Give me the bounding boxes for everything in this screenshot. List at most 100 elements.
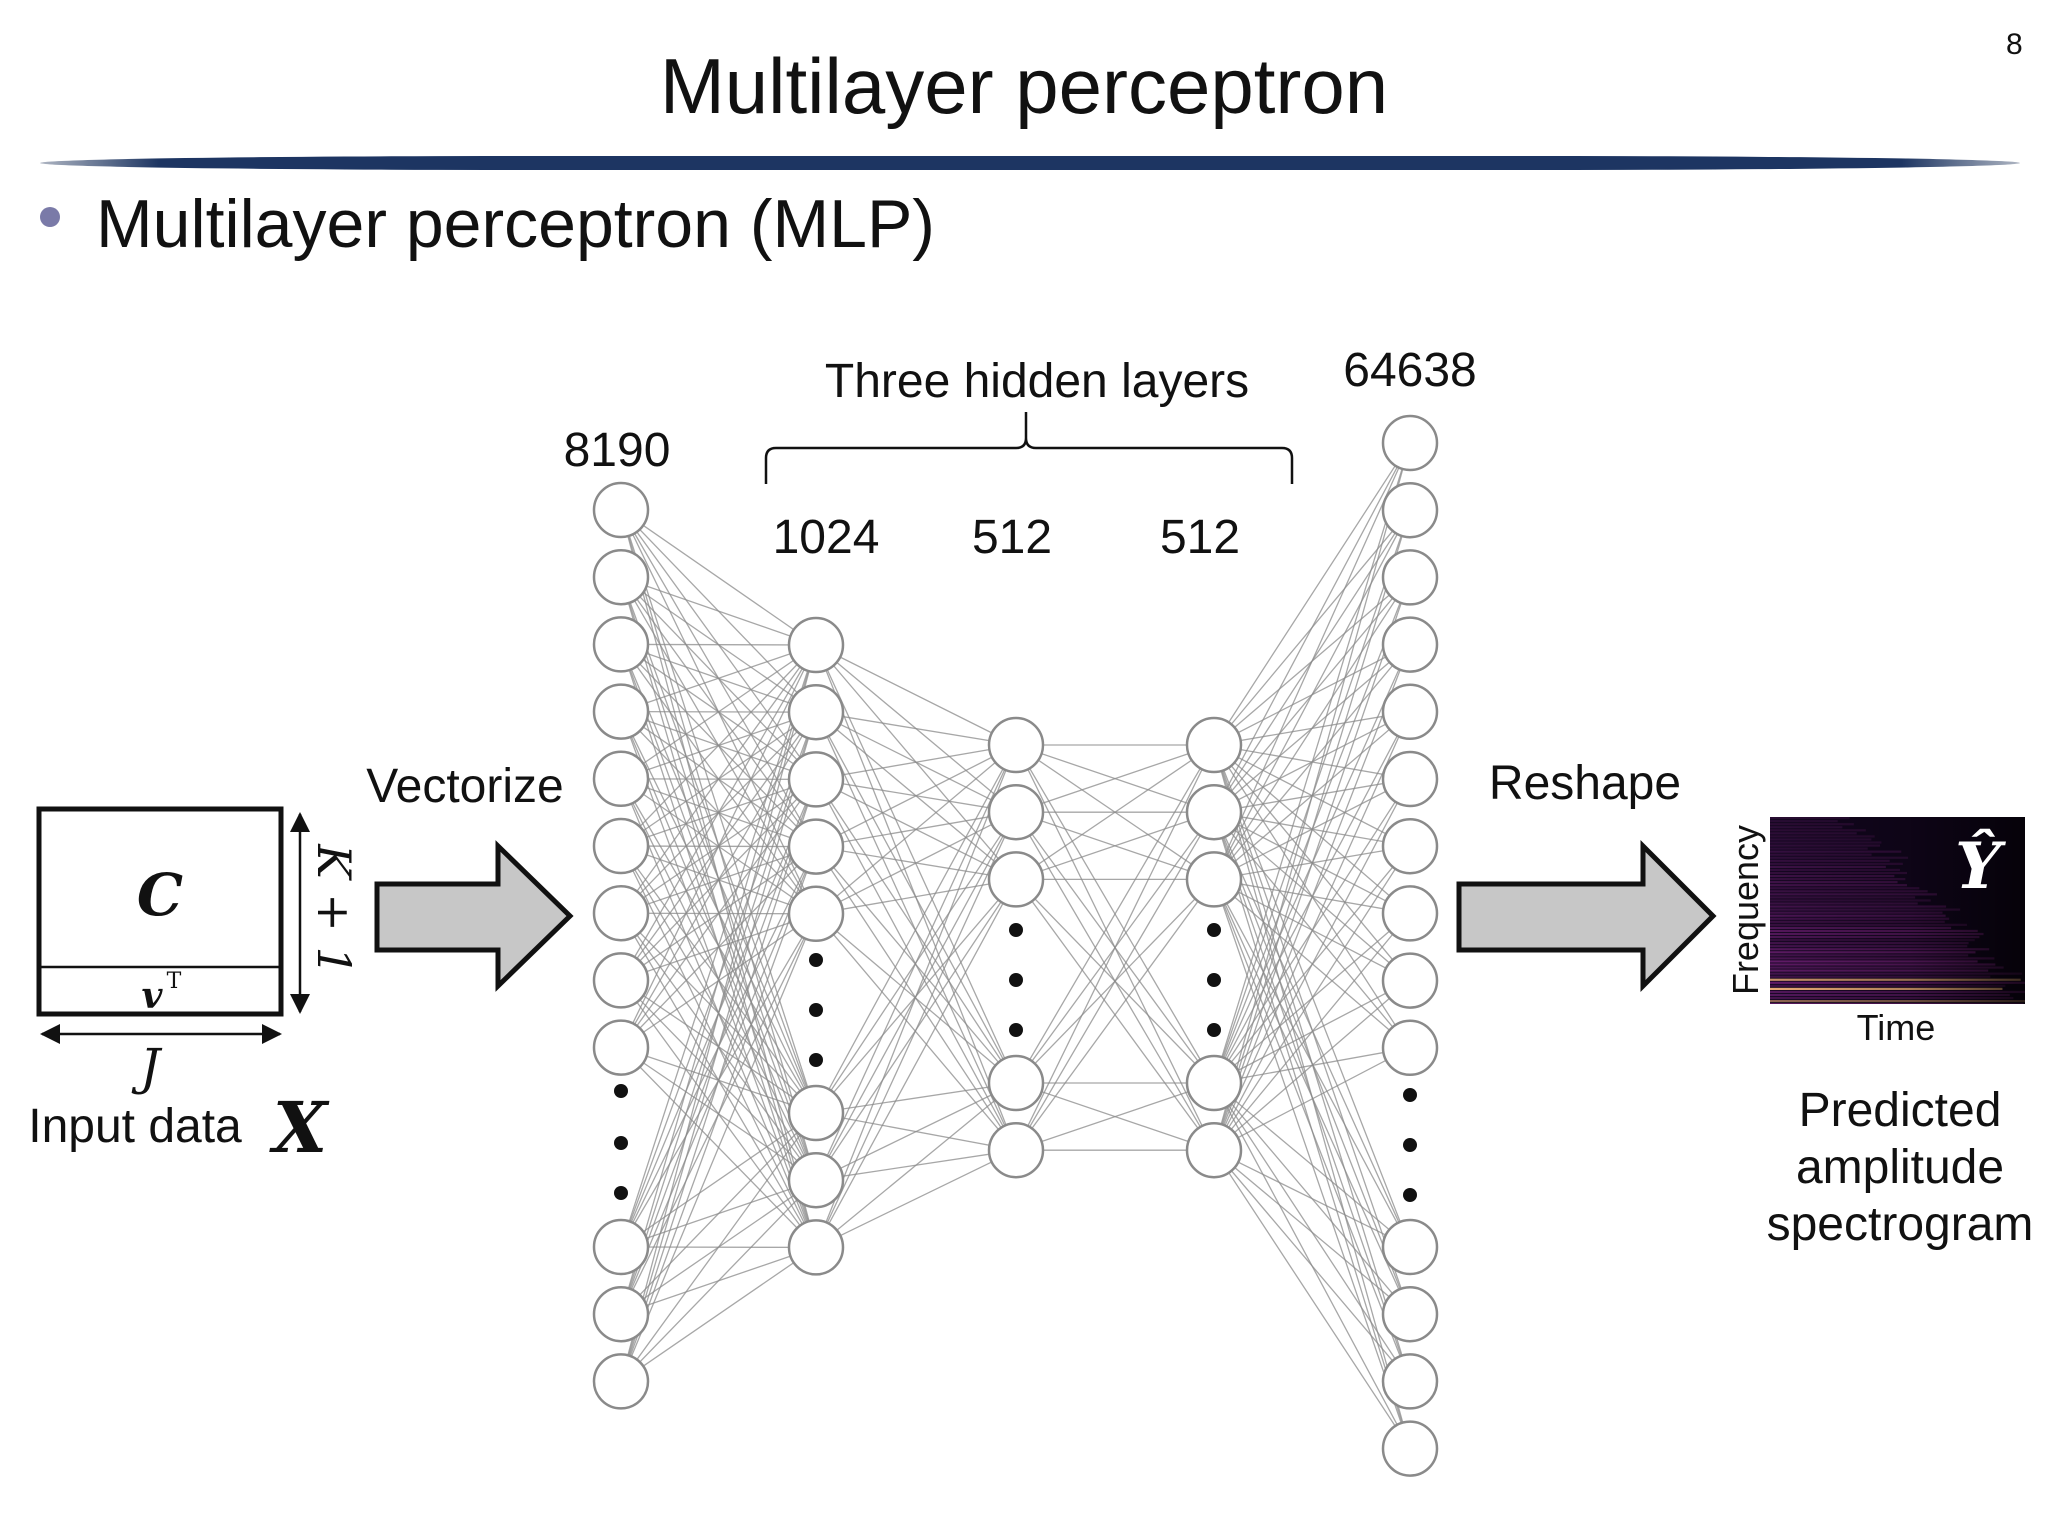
time-axis-label: Time	[1857, 1007, 1936, 1048]
slide-title: Multilayer perceptron	[659, 42, 1389, 130]
connection-line	[1015, 879, 1215, 1151]
matrix-v-label: v	[142, 975, 164, 1017]
neuron-node	[1381, 1218, 1439, 1276]
connection-line	[1213, 1149, 1411, 1248]
connection-line	[1015, 811, 1215, 1151]
neuron-node	[592, 548, 650, 606]
hidden-layers-brace	[764, 412, 1294, 484]
neuron-node	[787, 683, 845, 741]
network-connections	[620, 442, 1411, 1449]
connection-line	[815, 744, 1017, 848]
bullet-text: Multilayer perceptron (MLP)	[96, 186, 935, 262]
connection-line	[1015, 1082, 1215, 1151]
neuron-node	[787, 1219, 845, 1276]
connection-line	[620, 644, 817, 981]
connection-line	[815, 711, 1017, 746]
neuron-node	[1381, 817, 1439, 875]
connection-line	[1213, 1149, 1411, 1449]
neuron-node	[592, 1353, 650, 1410]
connection-line	[1015, 811, 1215, 881]
input-symbol: X	[269, 1086, 330, 1169]
neuron-node	[592, 817, 650, 875]
output-caption-line-2: amplitude	[1796, 1141, 2004, 1194]
ellipsis-dot	[1403, 1088, 1417, 1102]
title-divider	[40, 156, 2020, 170]
neuron-node	[987, 716, 1045, 774]
neuron-node	[1185, 851, 1243, 908]
neuron-node	[1185, 783, 1243, 841]
connection-line	[1213, 442, 1411, 1084]
input-caption: Input data	[28, 1100, 242, 1153]
neuron-node	[787, 1084, 845, 1142]
neuron-node	[592, 1285, 650, 1343]
neuron-node	[1381, 750, 1439, 808]
ellipsis-dot	[1207, 1023, 1221, 1037]
matrix-c-label: C	[137, 861, 183, 929]
neuron-node	[787, 818, 845, 875]
connection-line	[1213, 577, 1411, 880]
matrix-transpose-label: T	[167, 969, 182, 994]
reshape-label: Reshape	[1489, 757, 1681, 810]
connection-line	[1213, 811, 1411, 1248]
connection-line	[815, 878, 1017, 915]
connection-line	[1213, 577, 1411, 1151]
connection-line	[620, 1179, 817, 1382]
ellipsis-dot	[614, 1084, 628, 1098]
network-nodes	[592, 414, 1439, 1477]
connection-line	[1015, 744, 1215, 880]
connection-line	[620, 644, 817, 914]
connection-line	[815, 644, 1017, 746]
neuron-node	[1381, 1420, 1439, 1477]
neuron-node	[592, 1218, 650, 1276]
neuron-node	[1185, 1054, 1243, 1112]
connection-line	[1213, 442, 1411, 746]
connection-line	[815, 811, 1017, 1248]
connection-line	[1015, 744, 1215, 1151]
neuron-node	[787, 885, 845, 943]
connection-line	[620, 644, 817, 1248]
connection-line	[620, 1112, 817, 1382]
vectorize-arrow-icon	[374, 840, 574, 992]
connection-line	[620, 712, 817, 1382]
ellipsis-dot	[1403, 1188, 1417, 1202]
connection-line	[620, 913, 817, 1382]
layer-size-hidden-1: 1024	[773, 511, 880, 564]
connection-line	[815, 744, 1017, 1114]
connection-line	[1213, 879, 1411, 1315]
connection-line	[1213, 912, 1411, 1151]
ellipsis-dot	[614, 1136, 628, 1150]
reshape-arrow-icon	[1456, 839, 1717, 993]
connection-line	[815, 879, 1017, 1248]
hidden-layers-label: Three hidden layers	[825, 355, 1249, 408]
connection-line	[620, 711, 817, 1048]
connection-line	[620, 1246, 817, 1382]
neuron-node	[592, 750, 650, 808]
connection-line	[620, 644, 817, 713]
connection-line	[620, 644, 817, 1048]
ellipsis-dot	[1403, 1138, 1417, 1152]
frequency-axis-label: Frequency	[1725, 825, 1766, 995]
connection-line	[620, 644, 817, 847]
neuron-node	[787, 751, 845, 808]
neuron-node	[592, 1019, 650, 1076]
neuron-node	[1185, 716, 1243, 774]
neuron-node	[987, 1054, 1045, 1112]
connection-line	[1213, 879, 1411, 1248]
ellipsis-dot	[1009, 973, 1023, 987]
connection-line	[620, 779, 817, 1382]
connection-line	[815, 913, 1017, 1084]
spectrogram-shading	[1770, 817, 2025, 1004]
height-dimension-label: K + 1	[307, 843, 361, 975]
connection-line	[815, 744, 1017, 1181]
neuron-node	[987, 1121, 1045, 1179]
connection-line	[1213, 509, 1411, 880]
connection-line	[1015, 744, 1215, 1084]
layer-size-hidden-2: 512	[972, 511, 1052, 564]
neuron-node	[592, 884, 650, 942]
neuron-node	[592, 481, 650, 539]
connection-line	[1213, 1149, 1411, 1315]
vectorize-label: Vectorize	[366, 760, 563, 813]
neuron-node	[1185, 1121, 1243, 1179]
neuron-node	[1381, 1019, 1439, 1077]
